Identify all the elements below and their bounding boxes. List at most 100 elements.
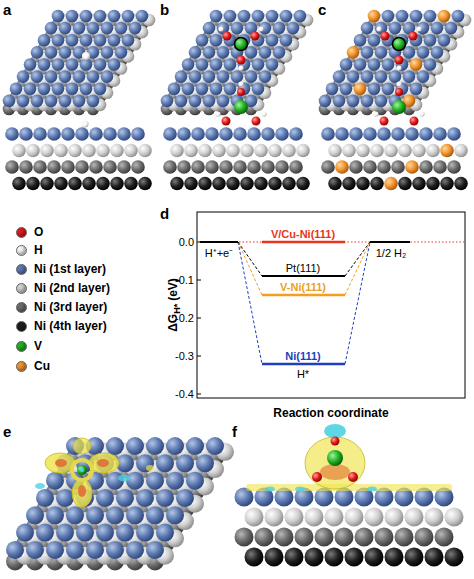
ni-atom <box>87 22 100 35</box>
ni-atom <box>31 70 44 83</box>
ni-atom <box>46 541 64 559</box>
legend-swatch <box>16 227 27 238</box>
ni-atom <box>235 528 254 547</box>
ni-atom <box>233 160 247 174</box>
cu-atom <box>405 160 419 174</box>
tick-label: -0.4 <box>175 389 194 400</box>
ni-atom <box>161 95 174 108</box>
o-atom <box>410 117 419 126</box>
ni-atom <box>375 46 388 59</box>
ni-atom <box>191 160 205 174</box>
ni-atom <box>247 127 261 141</box>
ni-atom <box>175 95 188 108</box>
ni-atom <box>417 46 430 59</box>
ni-atom <box>342 144 356 158</box>
ni-atom <box>66 506 84 524</box>
ni-atom <box>425 508 444 527</box>
level-label: Pt(111) <box>286 263 320 274</box>
ni-atom <box>40 177 54 191</box>
ni-atom <box>375 528 394 547</box>
ni-atom <box>45 70 58 83</box>
ni-atom <box>184 177 198 191</box>
ni-atom <box>166 472 184 490</box>
legend-swatch <box>16 245 27 256</box>
ni-atom <box>59 70 72 83</box>
ni-atom <box>103 127 117 141</box>
ni-atom <box>189 46 202 59</box>
ni-atom <box>156 489 174 507</box>
ni-atom <box>66 34 79 47</box>
ni-atom <box>354 58 367 71</box>
ni-atom <box>391 160 405 174</box>
density-depletion <box>265 487 275 492</box>
tick-label: -0.1 <box>175 275 194 286</box>
ni-atom <box>224 58 237 71</box>
ni-atom <box>54 177 68 191</box>
ni-atom <box>10 82 23 95</box>
ni-atom <box>108 34 121 47</box>
ni-atom <box>445 548 464 567</box>
ni-atom <box>294 10 307 23</box>
ni-atom <box>231 22 244 35</box>
ni-atom <box>265 548 284 567</box>
panel-letter: c <box>318 2 326 17</box>
ni-atom <box>224 82 237 95</box>
ni-atom <box>176 489 194 507</box>
ni-atom <box>156 524 174 542</box>
ni-atom <box>226 177 240 191</box>
ni-atom <box>205 160 219 174</box>
ni-atom <box>349 160 363 174</box>
ni-atom <box>66 541 84 559</box>
ni-atom <box>259 22 272 35</box>
ni-atom <box>182 82 195 95</box>
ni-atom <box>287 22 300 35</box>
o-atom <box>380 117 389 126</box>
ni-atom <box>75 127 89 141</box>
ni-atom <box>431 46 444 59</box>
ni-atom <box>126 541 144 559</box>
ni-atom <box>347 95 360 108</box>
ni-atom <box>12 144 26 158</box>
o-atom <box>237 88 245 96</box>
ni-atom <box>86 506 104 524</box>
ni-atom <box>126 506 144 524</box>
ni-atom <box>96 177 110 191</box>
ni-atom <box>196 34 209 47</box>
ni-atom <box>126 437 144 455</box>
ni-atom <box>136 489 154 507</box>
ni-atom <box>189 95 202 108</box>
charge-density <box>35 438 154 507</box>
cu-atom <box>335 160 349 174</box>
ni-atom <box>96 524 114 542</box>
ni-atom <box>12 177 26 191</box>
legend-text: Ni (3rd layer) <box>34 301 107 313</box>
ni-atom <box>26 506 44 524</box>
ni-atom <box>273 46 286 59</box>
v-atom <box>392 100 406 114</box>
ni-atom <box>396 10 409 23</box>
ni-atom <box>398 144 412 158</box>
state-label: H* <box>297 369 309 380</box>
ni-atom <box>146 437 164 455</box>
ni-atom <box>363 127 377 141</box>
legend-text: V <box>34 340 42 352</box>
ni-atom <box>175 70 188 83</box>
ni-atom <box>17 70 30 83</box>
ni-atom <box>368 34 381 47</box>
ni-atom <box>382 82 395 95</box>
ni-atom <box>66 10 79 23</box>
ni-atom <box>247 160 261 174</box>
ni-atom <box>19 127 33 141</box>
ni-atom <box>87 70 100 83</box>
ni-atom <box>46 472 64 490</box>
ni-atom <box>170 144 184 158</box>
ni-atom <box>210 10 223 23</box>
ni-atom <box>146 541 164 559</box>
tick-label: -0.2 <box>175 313 194 324</box>
ni-atom <box>87 95 100 108</box>
charge-density <box>246 424 452 492</box>
ni-atom <box>395 528 414 547</box>
ni-atom <box>405 548 424 567</box>
ni-atom <box>454 144 468 158</box>
